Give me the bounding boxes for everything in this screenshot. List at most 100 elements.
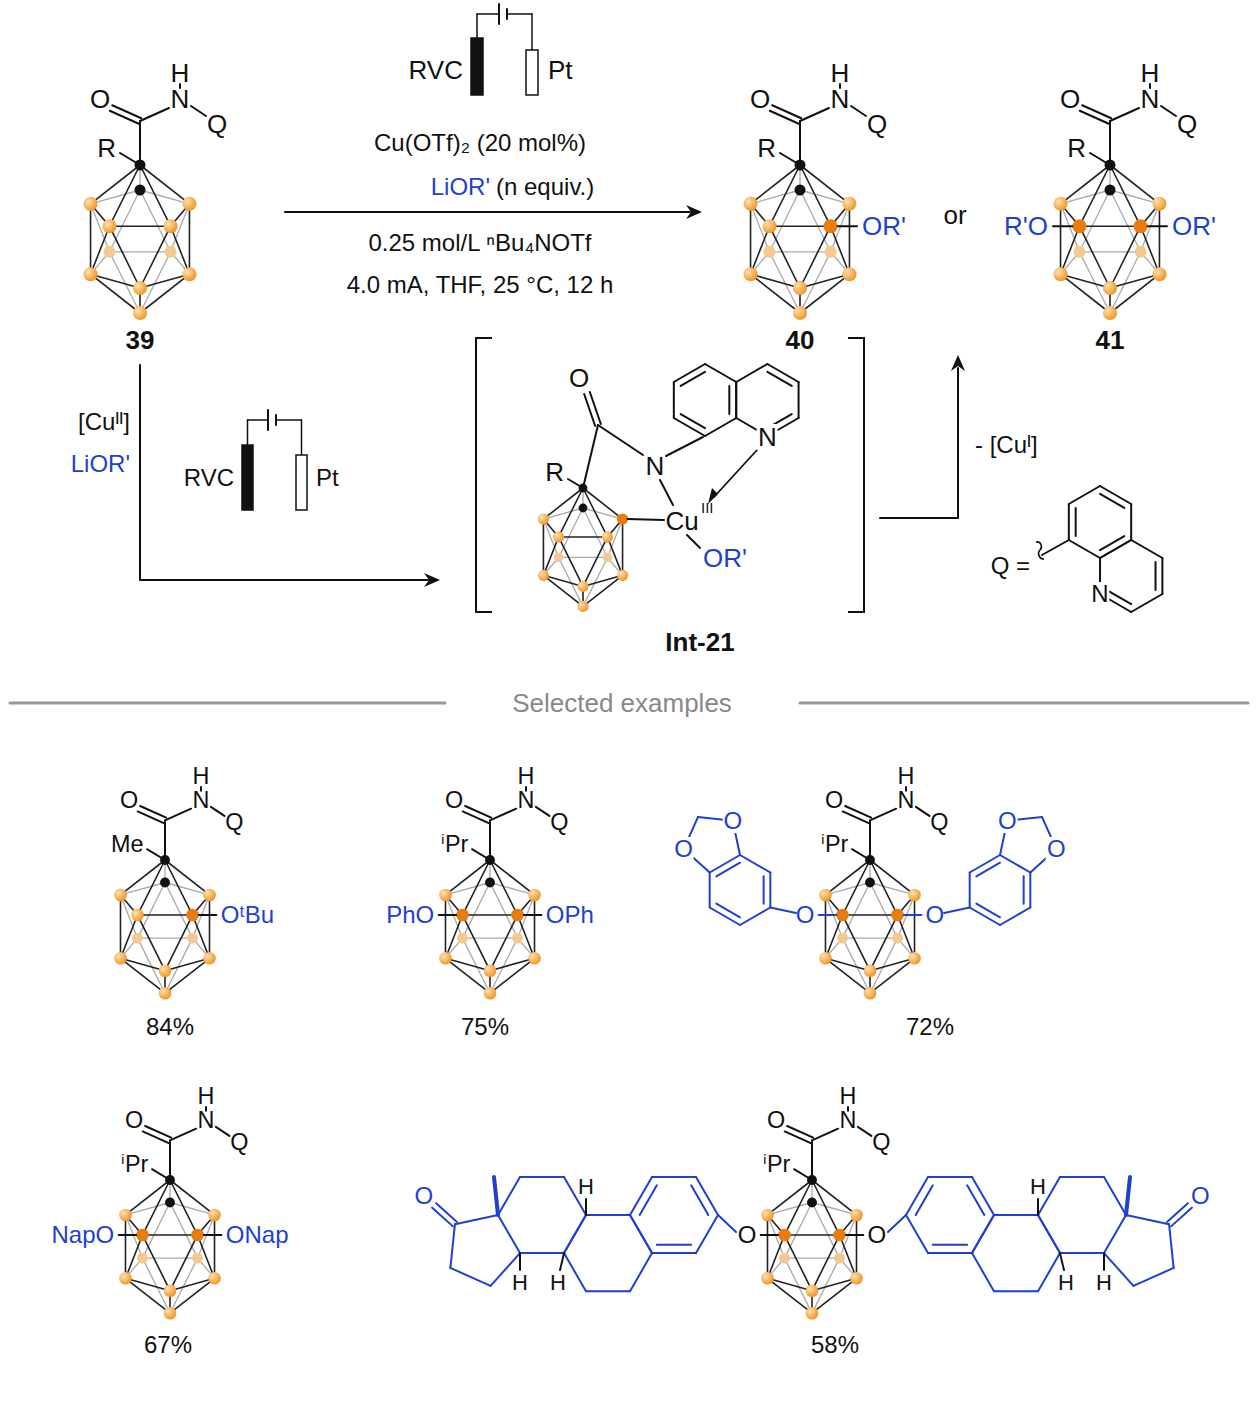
bond-line <box>1079 251 1140 252</box>
bond-line <box>716 863 740 877</box>
carbon-atom <box>135 185 146 196</box>
bond-line <box>1075 508 1077 536</box>
atom-label: Q <box>930 811 948 834</box>
bond-line <box>657 1244 691 1246</box>
definition-label: Q = <box>991 554 1030 578</box>
bond-line <box>450 1224 455 1268</box>
atom-label: H <box>840 1085 857 1108</box>
boron-atom <box>114 889 127 902</box>
bracket <box>476 338 492 612</box>
bond-line <box>967 1185 984 1215</box>
boron-atom <box>203 889 216 902</box>
bond-line <box>1159 204 1161 274</box>
bond-line <box>856 1215 858 1278</box>
bond-line <box>199 914 216 916</box>
bond-line <box>120 860 165 895</box>
boron-atom <box>850 1272 863 1285</box>
atom-label: N <box>171 86 190 112</box>
bond-line <box>137 915 165 971</box>
atom-label: H <box>1030 1176 1046 1198</box>
atom-label: H <box>1058 1272 1074 1294</box>
bond-line <box>630 1253 652 1291</box>
bond-line <box>767 372 791 386</box>
atom-label: H <box>198 1085 215 1108</box>
bond-line <box>851 106 866 116</box>
arrow-head <box>951 355 965 371</box>
bond-line <box>568 479 583 488</box>
boron-atom <box>137 1253 148 1264</box>
bond-line <box>799 121 801 165</box>
boron-atom <box>761 1209 774 1222</box>
atom-label: N <box>1090 582 1109 606</box>
boron-atom <box>1152 197 1166 211</box>
carbon-atom <box>579 504 588 513</box>
bond-line <box>140 579 428 581</box>
boron-atom <box>778 1229 791 1242</box>
atom-label: O <box>767 1109 785 1132</box>
carbon-atom <box>865 855 875 865</box>
bond-line <box>531 14 533 50</box>
bond-line <box>784 1258 812 1313</box>
bond-line <box>1082 105 1111 118</box>
atom-label: O <box>867 1223 886 1247</box>
bond-line <box>709 873 711 908</box>
atom-label: H <box>831 60 850 86</box>
bond-line <box>767 1215 769 1278</box>
boron-atom <box>1135 246 1147 258</box>
bond-line <box>170 1180 198 1235</box>
bond-line <box>455 1215 498 1224</box>
boron-atom <box>208 1272 221 1285</box>
bond-line <box>842 938 870 993</box>
boron-atom <box>1103 281 1117 295</box>
boron-atom <box>602 531 613 542</box>
section-heading: Selected examples <box>512 690 732 716</box>
carbon-atom <box>165 1175 175 1185</box>
boron-atom <box>512 933 523 944</box>
bond-line <box>586 1214 630 1216</box>
boron-atom <box>484 987 497 1000</box>
bond-line <box>1130 504 1132 540</box>
electrode-label: Pt <box>548 57 573 83</box>
bond-line <box>142 1235 170 1291</box>
bond-line <box>740 908 770 926</box>
bond-line <box>169 1140 171 1180</box>
bond-line <box>1053 225 1072 227</box>
atom-label: O <box>414 1184 433 1208</box>
bond-line <box>735 382 737 418</box>
boron-atom <box>528 952 541 965</box>
bond-line <box>586 1290 630 1292</box>
wavy-bond <box>1036 542 1044 559</box>
bond-line <box>630 1215 652 1253</box>
bond-line <box>450 1268 490 1286</box>
bond-line <box>543 575 583 606</box>
metal-label: Cu <box>665 508 698 534</box>
boron-atom <box>553 531 564 542</box>
bond-line <box>1000 855 1030 873</box>
bond-line <box>1161 106 1176 116</box>
bond-line <box>630 1215 652 1253</box>
bond-line <box>740 855 770 873</box>
boron-atom <box>833 1229 846 1242</box>
rvc-electrode <box>471 38 483 95</box>
bond-line <box>583 425 598 488</box>
substituent-label: NapO <box>51 1223 114 1247</box>
bond-line <box>1038 1215 1060 1253</box>
bond-line <box>800 702 1248 705</box>
boron-atom <box>133 281 147 295</box>
bond-line <box>139 121 141 165</box>
bond-line <box>772 105 801 118</box>
bond-line <box>944 908 970 914</box>
bond-line <box>770 908 796 914</box>
bond-line <box>1038 1253 1060 1291</box>
bond-line <box>812 1258 840 1313</box>
bond-line <box>784 1235 812 1291</box>
boron-atom <box>744 267 758 281</box>
atom-label: O <box>925 903 944 927</box>
bond-line <box>109 226 140 288</box>
bond-line <box>91 165 140 204</box>
substituent-label: R <box>545 459 564 485</box>
bond-line <box>165 915 193 971</box>
atom-label: Q <box>230 1131 248 1154</box>
bond-line <box>1110 165 1159 204</box>
boron-atom <box>538 513 549 524</box>
